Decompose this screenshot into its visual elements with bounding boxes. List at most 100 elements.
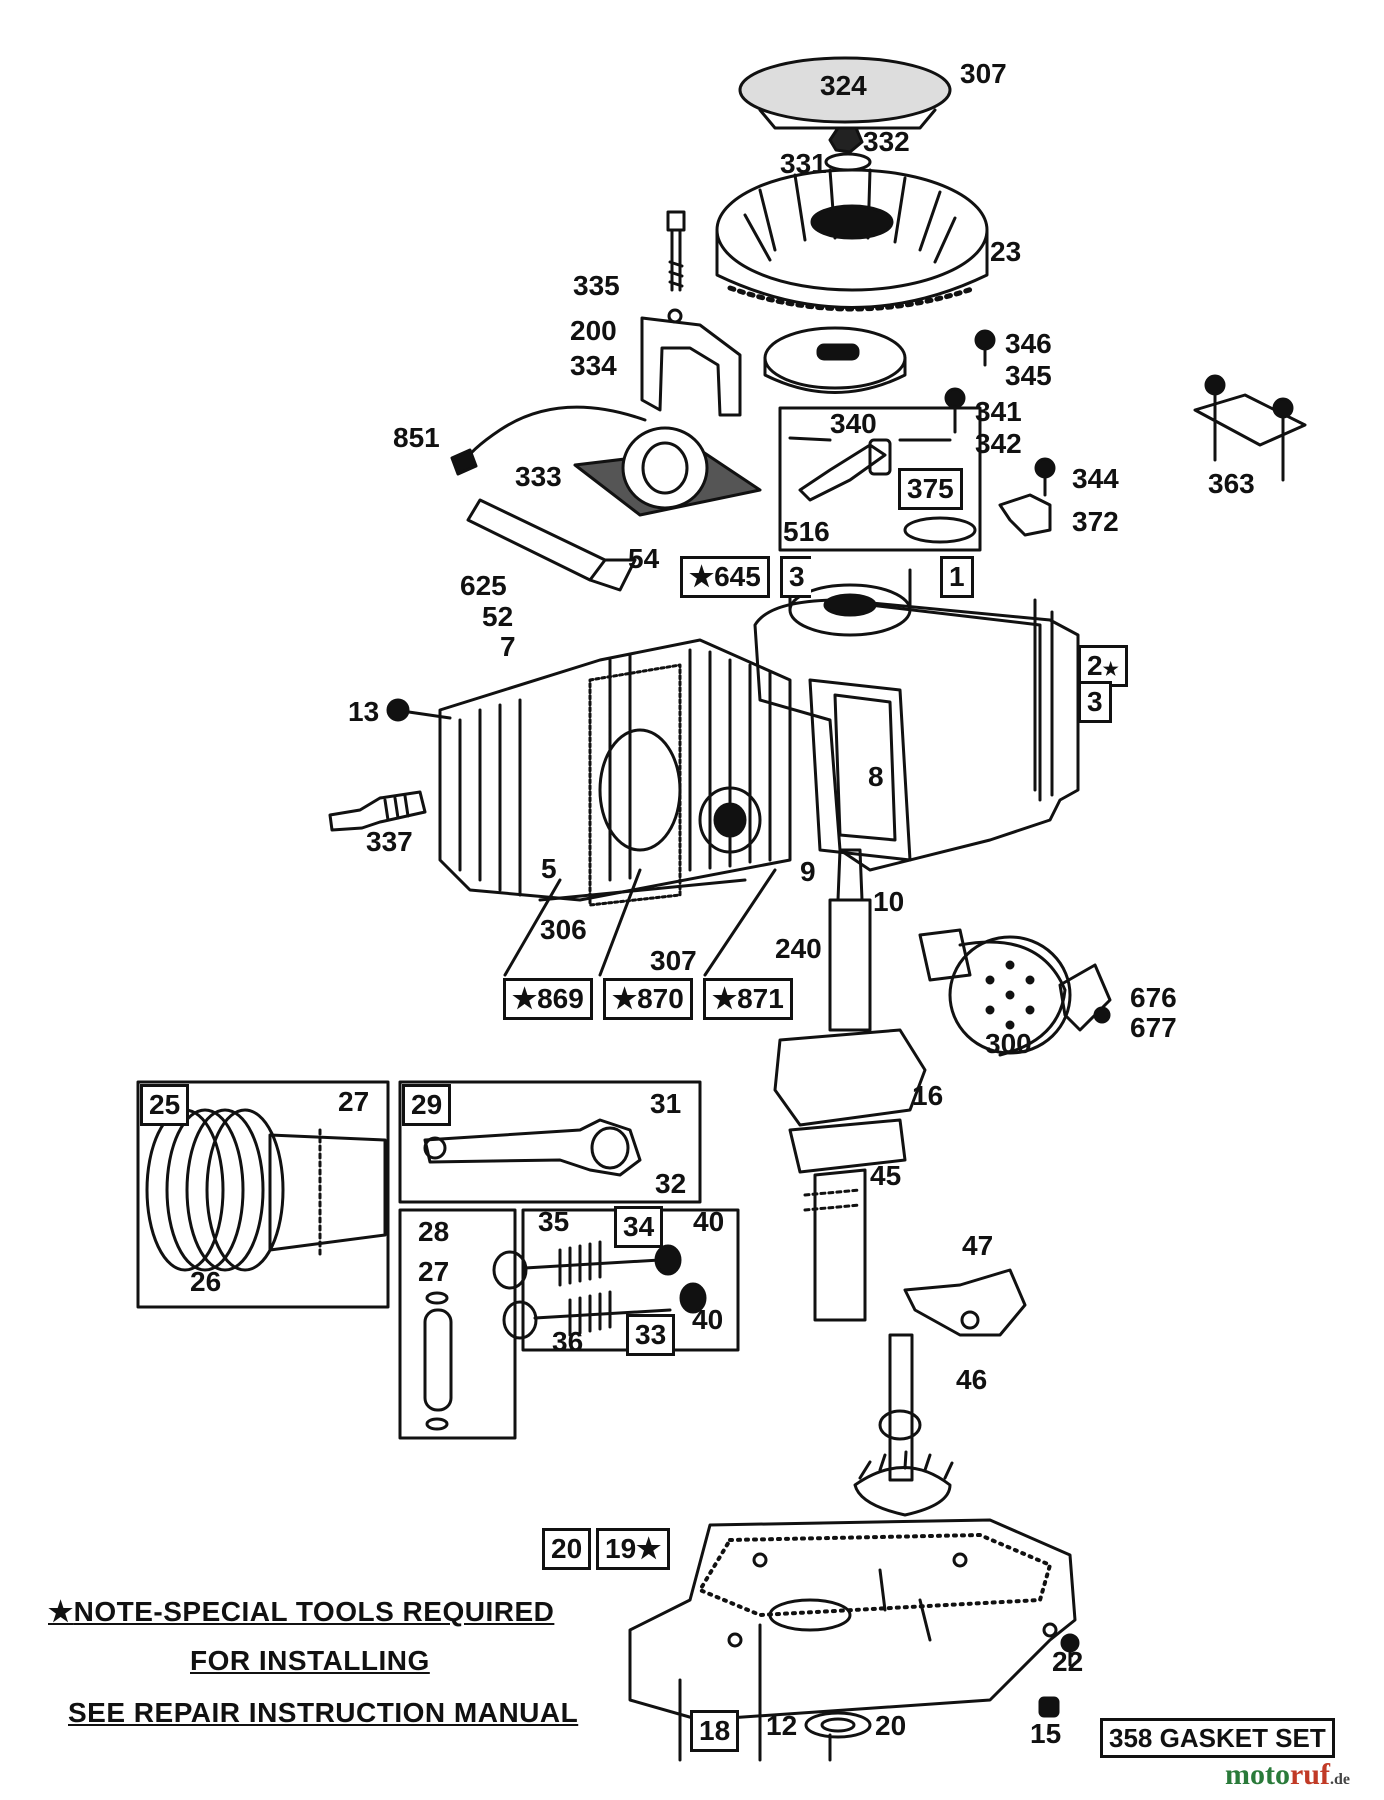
part-label-boxed: 3: [1078, 681, 1112, 723]
part-label: 19: [605, 1533, 637, 1564]
part-label: 334: [570, 350, 617, 381]
part-label: 516: [783, 516, 830, 547]
part-label: 342: [975, 428, 1022, 459]
control-bracket: [1193, 374, 1307, 482]
camshaft: [853, 1333, 954, 1517]
part-label: 8: [868, 761, 884, 792]
part-label: 363: [1208, 468, 1255, 499]
part-label: 10: [873, 886, 905, 917]
part-label: 52: [482, 601, 514, 632]
wire-clip: [998, 493, 1052, 537]
star-icon: ★: [1102, 659, 1119, 679]
part-label: 36: [552, 1326, 584, 1357]
deflector-screw: [1093, 1006, 1111, 1024]
part-label: 372: [1072, 506, 1119, 537]
part-label: 306: [540, 914, 587, 945]
connecting-rod: [423, 1118, 642, 1177]
part-label: 240: [775, 933, 822, 964]
stop-switch-kit-frame: [778, 406, 982, 552]
sump-base: [628, 1518, 1077, 1722]
part-label-boxed: 25: [140, 1084, 190, 1126]
piston-assembly: [145, 1108, 387, 1272]
ignition-armature: [450, 405, 762, 517]
part-label-boxed: 375: [898, 468, 963, 510]
star-icon: ★: [712, 983, 738, 1014]
part-label-boxed: 19★: [596, 1528, 671, 1570]
part-label: 40: [693, 1206, 725, 1237]
part-label-boxed: ★869: [503, 978, 593, 1020]
part-label: 12: [766, 1710, 798, 1741]
starter-cup: [763, 326, 907, 394]
spark-plug: [386, 698, 452, 722]
cylinder-head: [438, 638, 792, 902]
part-label: 851: [393, 422, 440, 453]
part-label: 16: [912, 1080, 944, 1111]
part-label: 300: [985, 1028, 1032, 1059]
part-label: 344: [1072, 463, 1119, 494]
part-label: 307: [960, 58, 1007, 89]
screw: [974, 329, 996, 367]
sump-kit-bracket: [678, 1623, 832, 1762]
part-label-boxed: 20: [542, 1528, 592, 1570]
part-label: 20: [875, 1710, 907, 1741]
part-label: 676: [1130, 982, 1177, 1013]
part-label: 331: [780, 148, 827, 179]
part-label: 15: [1030, 1718, 1062, 1749]
special-tools-note-line1: ★NOTE-SPECIAL TOOLS REQUIRED: [48, 1596, 555, 1627]
armature-bracket: [640, 308, 742, 417]
air-filter-element: [738, 56, 952, 130]
part-label: 870: [637, 983, 684, 1014]
special-tools-note-line3: SEE REPAIR INSTRUCTION MANUAL: [68, 1697, 579, 1728]
part-label: 346: [1005, 328, 1052, 359]
part-label: 26: [190, 1266, 222, 1297]
part-label: 340: [830, 408, 877, 439]
cylinder-block: [753, 568, 1080, 872]
part-label: 337: [366, 826, 413, 857]
drain-plug: [1060, 1633, 1080, 1667]
connecting-rod-frame: [398, 1080, 702, 1204]
site-watermark: motoruf.de: [1225, 1758, 1350, 1791]
governor-assembly: [903, 1268, 1027, 1337]
part-label: 27: [418, 1256, 450, 1287]
part-label: 677: [1130, 1012, 1177, 1043]
part-label: 332: [863, 126, 910, 157]
star-icon: ★: [636, 1533, 662, 1564]
part-label: 9: [800, 856, 816, 887]
part-label: 47: [962, 1230, 994, 1261]
part-label: 23: [990, 236, 1022, 267]
part-label: 28: [418, 1216, 450, 1247]
flywheel: [715, 168, 989, 312]
stop-switch-parts: [788, 436, 977, 544]
gasket-set-label: 358 GASKET SET: [1100, 1718, 1335, 1758]
star-icon: ★: [48, 1596, 74, 1627]
plug: [1038, 1696, 1060, 1718]
bolt: [666, 210, 686, 292]
piston-kit-frame: [136, 1080, 390, 1309]
part-label: 54: [628, 543, 660, 574]
part-label: 27: [338, 1086, 370, 1117]
part-label: 2: [1087, 650, 1103, 681]
crankshaft: [773, 848, 927, 1322]
part-label: 345: [1005, 360, 1052, 391]
part-label: 341: [975, 396, 1022, 427]
part-label-boxed: 18: [690, 1710, 740, 1752]
cylinder-head-gasket: [588, 663, 682, 907]
part-label: 5: [541, 853, 557, 884]
fuel-fitting: [328, 790, 427, 832]
star-icon: ★: [512, 983, 538, 1014]
part-label: 335: [573, 270, 620, 301]
part-label: 13: [348, 696, 380, 727]
part-label: 35: [538, 1206, 570, 1237]
part-label: 645: [714, 561, 761, 592]
part-label: 7: [500, 631, 516, 662]
part-label-boxed: 34: [614, 1206, 664, 1248]
muffler: [918, 928, 1072, 1057]
part-label: 32: [655, 1168, 687, 1199]
oil-seal: [804, 1711, 872, 1739]
screw: [1034, 457, 1056, 497]
part-label: 40: [692, 1304, 724, 1335]
part-label: 871: [737, 983, 784, 1014]
part-label: 307: [650, 945, 697, 976]
part-label: 31: [650, 1088, 682, 1119]
valves: [492, 1240, 707, 1340]
